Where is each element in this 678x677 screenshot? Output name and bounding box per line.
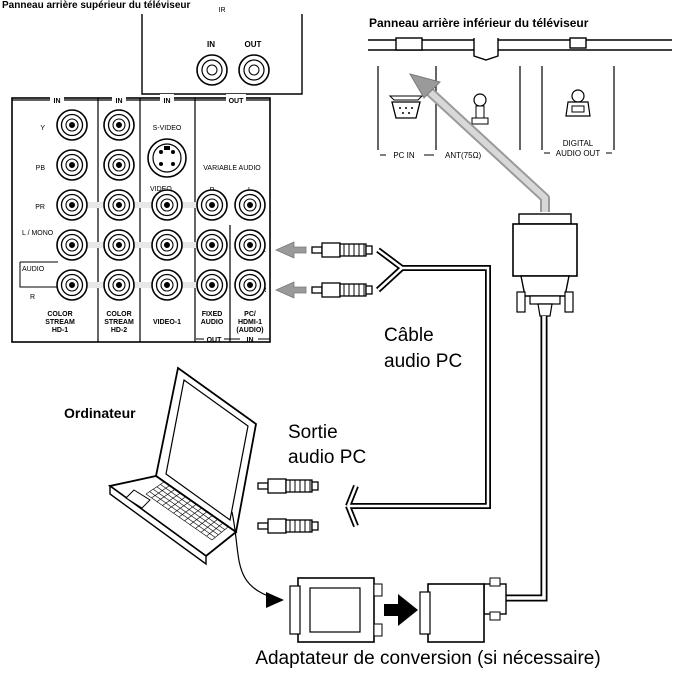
label-pc-line2: HDMI-1 bbox=[238, 319, 262, 326]
output-label-line1: Sortie bbox=[288, 422, 338, 443]
jack-video1-0[interactable] bbox=[151, 189, 183, 221]
top-panel-title: Panneau arrière supérieur du téléviseur bbox=[2, 0, 191, 11]
adapter-caption: Adaptateur de conversion (si nécessaire) bbox=[255, 648, 600, 669]
jack-hd2-1[interactable] bbox=[103, 149, 135, 181]
label-hd1-line3: HD-1 bbox=[52, 327, 68, 334]
rca-plug-pc-l bbox=[257, 478, 319, 494]
col-header-out: OUT bbox=[229, 98, 245, 105]
label-hd2-line2: STREAM bbox=[104, 319, 134, 326]
jack-hd2-3[interactable] bbox=[103, 229, 135, 261]
jack-hd2-0[interactable] bbox=[103, 109, 135, 141]
bottom-labels: COLOR STREAM HD-1 COLOR STREAM HD-2 VIDE… bbox=[45, 311, 270, 344]
jack-hd1-0[interactable] bbox=[56, 109, 88, 141]
svideo-jack[interactable] bbox=[147, 138, 187, 178]
computer-label: Ordinateur bbox=[64, 405, 136, 421]
conversion-adapter bbox=[289, 577, 383, 643]
ant-label: ANT(75Ω) bbox=[445, 151, 482, 160]
ir-section: IR IN OUT bbox=[141, 7, 303, 95]
jack-hd1-1[interactable] bbox=[56, 149, 88, 181]
bottom-rear-panel: PC IN ANT(75Ω) DIGITAL AUDIO OUT bbox=[368, 37, 672, 160]
ir-out-jack[interactable] bbox=[238, 54, 270, 86]
audio-cable bbox=[345, 247, 491, 528]
variable-audio-label: VARIABLE AUDIO bbox=[203, 165, 261, 172]
svideo-label: S-VIDEO bbox=[153, 125, 182, 132]
col-header-in-3: IN bbox=[164, 98, 171, 105]
digital-audio-out-port[interactable] bbox=[565, 89, 591, 117]
output-label-line2: audio PC bbox=[288, 447, 366, 468]
ir-label: IR bbox=[219, 7, 226, 14]
ir-in-label: IN bbox=[207, 40, 215, 49]
jack-fixed-1[interactable] bbox=[196, 269, 228, 301]
laptop bbox=[107, 366, 257, 566]
vga-cable-outline bbox=[506, 316, 548, 602]
col-header-in-1: IN bbox=[54, 98, 61, 105]
row-label-pb: PB bbox=[36, 165, 46, 172]
row-label-l-mono: L / MONO bbox=[22, 230, 54, 237]
ant-port[interactable] bbox=[471, 93, 489, 125]
jack-variable-l[interactable] bbox=[234, 189, 266, 221]
label-fixed-line2: AUDIO bbox=[201, 319, 224, 326]
jack-hd1-3[interactable] bbox=[56, 229, 88, 261]
label-pc-line3: (AUDIO) bbox=[236, 327, 263, 334]
label-hd2-line3: HD-2 bbox=[111, 327, 127, 334]
label-hd2-line1: COLOR bbox=[106, 311, 131, 318]
label-video1: VIDEO-1 bbox=[153, 319, 181, 326]
pc-in-label: PC IN bbox=[393, 151, 415, 160]
vga-connector-top bbox=[512, 213, 578, 317]
adapter-arrow bbox=[231, 511, 284, 608]
jack-variable-r[interactable] bbox=[196, 189, 228, 221]
jack-video1-2[interactable] bbox=[151, 269, 183, 301]
cable-label-line1: Câble bbox=[384, 325, 434, 346]
row-label-pr: PR bbox=[35, 204, 45, 211]
label-pc-line1: PC/ bbox=[244, 311, 256, 318]
jack-hd1-2[interactable] bbox=[56, 189, 88, 221]
jack-fixed-0[interactable] bbox=[196, 229, 228, 261]
vga-cable-inner bbox=[506, 316, 546, 600]
jack-hd2-2[interactable] bbox=[103, 189, 135, 221]
ir-in-jack[interactable] bbox=[196, 54, 228, 86]
pc-in-port[interactable] bbox=[388, 95, 424, 119]
jack-video1-1[interactable] bbox=[151, 229, 183, 261]
rca-plugs-pc bbox=[257, 478, 319, 534]
audio-in-arrows bbox=[275, 241, 307, 299]
rca-plug-tv-l bbox=[311, 242, 373, 258]
ir-out-label: OUT bbox=[245, 40, 262, 49]
jack-pc-audio-1[interactable] bbox=[234, 269, 266, 301]
rca-plug-tv-r bbox=[311, 282, 373, 298]
digital-label-line1: DIGITAL bbox=[563, 139, 594, 148]
bottom-panel-title: Panneau arrière inférieur du téléviseur bbox=[369, 16, 589, 30]
label-hd1-line1: COLOR bbox=[47, 311, 72, 318]
row-label-y: Y bbox=[40, 125, 45, 132]
rca-plugs-tv bbox=[311, 242, 373, 298]
vga-connector-bottom bbox=[419, 577, 507, 643]
rca-plug-pc-r bbox=[257, 518, 319, 534]
jack-grid bbox=[56, 109, 266, 301]
jack-hd1-4[interactable] bbox=[56, 269, 88, 301]
pc-in-arrow bbox=[408, 73, 550, 212]
label-fixed-line1: FIXED bbox=[202, 311, 223, 318]
digital-label-line2: AUDIO OUT bbox=[556, 149, 601, 158]
adapter-connect-arrow bbox=[384, 594, 418, 626]
col-header-in-2: IN bbox=[116, 98, 123, 105]
jack-panel: IN IN IN OUT Y PB PR L / MONO AUDIO R S-… bbox=[11, 94, 271, 344]
bottom-out-label: OUT bbox=[207, 337, 223, 344]
label-hd1-line2: STREAM bbox=[45, 319, 75, 326]
video-label: VIDEO bbox=[150, 186, 172, 193]
jack-pc-audio-0[interactable] bbox=[234, 229, 266, 261]
row-label-r: R bbox=[30, 294, 35, 301]
row-label-audio: AUDIO bbox=[22, 266, 45, 273]
jack-hd2-4[interactable] bbox=[103, 269, 135, 301]
cable-label-line2: audio PC bbox=[384, 351, 462, 372]
bottom-in-label: IN bbox=[247, 337, 254, 344]
